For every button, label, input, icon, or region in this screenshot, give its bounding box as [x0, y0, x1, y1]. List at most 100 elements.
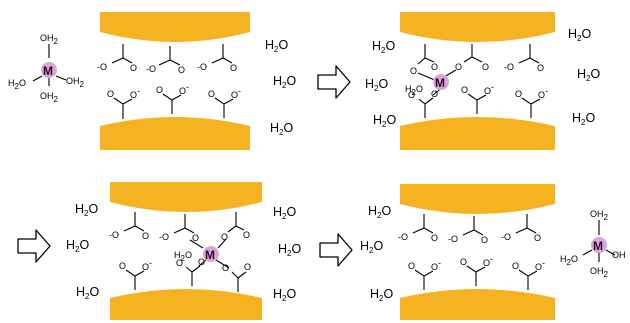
metal-aqua-complex: M OH2 OH2 H2O OH2 [8, 33, 85, 104]
svg-text:O-: O- [431, 258, 441, 272]
svg-text:-O: -O [501, 232, 511, 242]
arrow-icon [317, 65, 351, 99]
svg-text:O-: O- [179, 82, 189, 96]
carboxylate-bottom: O O [222, 262, 251, 292]
svg-text:O-: O- [484, 82, 494, 96]
svg-text:O: O [176, 258, 183, 268]
carboxylate-top: -O O [501, 214, 541, 243]
svg-text:O: O [408, 90, 415, 100]
svg-text:O-: O- [231, 86, 241, 100]
water-molecule [273, 287, 297, 303]
svg-text:-O: -O [109, 230, 119, 240]
water-molecule [270, 121, 294, 137]
svg-text:O: O [460, 257, 467, 267]
carboxylate-top: -O O [159, 214, 199, 243]
carboxylate-top: -O O [97, 44, 137, 73]
water-molecule [66, 238, 90, 254]
svg-text:O: O [142, 231, 149, 241]
upper-surface [400, 184, 555, 214]
svg-text:O: O [461, 85, 468, 95]
svg-text:O: O [178, 65, 185, 75]
svg-text:O: O [107, 89, 114, 99]
svg-text:O-: O- [538, 86, 548, 100]
lower-surface [400, 289, 555, 320]
water-molecule [572, 111, 596, 127]
svg-text:-O: -O [398, 232, 408, 242]
svg-text:O: O [198, 257, 205, 267]
svg-text:O: O [230, 63, 237, 73]
svg-text:O: O [537, 63, 544, 73]
svg-text:O: O [431, 62, 438, 72]
carboxylate-top: O O [221, 212, 250, 242]
upper-surface [400, 12, 555, 42]
svg-text:O: O [243, 230, 250, 240]
carboxylate-top: -O O [146, 46, 185, 75]
svg-text:O: O [119, 261, 126, 271]
svg-text:O: O [515, 89, 522, 99]
svg-text:O: O [482, 62, 489, 72]
carboxylate-top: -O O [504, 44, 544, 73]
water-molecule [265, 38, 289, 54]
svg-text:-O: -O [159, 232, 169, 242]
svg-text:-O: -O [197, 62, 207, 72]
lower-surface [110, 289, 262, 320]
carboxylate-bottom: O O- [107, 86, 140, 119]
svg-text:O: O [455, 62, 462, 72]
panel-2: O O O O -O O O O O O- O O- [365, 12, 601, 150]
svg-text:OH2: OH2 [590, 266, 609, 279]
panel-4: -O O -O O -O O O O- O O- O O- [360, 184, 626, 320]
svg-text:-O: -O [448, 234, 458, 244]
carboxylate-top: -O O [448, 216, 488, 245]
water-molecule [360, 239, 384, 255]
svg-text:O: O [408, 261, 415, 271]
lower-surface [100, 117, 250, 150]
metal-aqua-complex: M OH2 OH2 H2O OH [560, 209, 626, 279]
svg-text:O: O [244, 262, 251, 272]
bound-metal-complex: M H2O [405, 69, 457, 97]
carboxylate-top: O O [455, 44, 489, 72]
lower-surface [400, 117, 555, 150]
svg-text:H2O: H2O [405, 84, 423, 97]
water-molecule [368, 204, 392, 220]
svg-text:O: O [192, 233, 199, 243]
arrow-icon [319, 233, 353, 267]
svg-text:-O: -O [97, 62, 107, 72]
svg-text:O: O [512, 261, 519, 271]
carboxylate-bottom: O O- [208, 86, 241, 118]
water-molecule [75, 202, 99, 218]
water-molecule [372, 39, 396, 55]
carboxylate-bottom: O O- [408, 258, 441, 290]
svg-text:M: M [43, 64, 53, 78]
svg-text:OH2: OH2 [590, 209, 609, 222]
carboxylate-bottom: O O- [512, 258, 545, 290]
water-molecule [76, 285, 100, 301]
svg-text:O: O [481, 235, 488, 245]
carboxylate-bottom: O O [176, 257, 205, 286]
svg-text:O: O [208, 89, 215, 99]
panel-1: -O O -O O -O O O O- O O- O O- [8, 12, 297, 150]
water-molecule [373, 113, 397, 129]
svg-text:-O: -O [146, 64, 156, 74]
arrow-icon [17, 229, 51, 263]
water-molecule [577, 67, 601, 83]
water-molecule [365, 77, 389, 93]
svg-text:OH2: OH2 [40, 33, 59, 46]
carboxylate-bottom: O O- [515, 86, 548, 118]
water-molecule [278, 242, 302, 258]
svg-text:M: M [205, 248, 215, 262]
svg-text:O: O [221, 232, 228, 242]
carboxylate-top: -O O [398, 214, 438, 243]
svg-text:O-: O- [142, 258, 152, 272]
svg-text:O-: O- [483, 254, 493, 268]
carboxylate-top: -O O [109, 212, 149, 241]
panel-3: -O O -O O O O O O- O O O O [66, 182, 302, 320]
svg-text:H2O: H2O [8, 78, 26, 91]
svg-text:O-: O- [130, 86, 140, 100]
svg-text:M: M [593, 239, 603, 253]
svg-text:O-: O- [535, 258, 545, 272]
carboxylate-top: O O [410, 44, 438, 76]
carboxylate-bottom: O O- [460, 254, 493, 286]
svg-text:O: O [534, 233, 541, 243]
svg-text:O: O [431, 233, 438, 243]
